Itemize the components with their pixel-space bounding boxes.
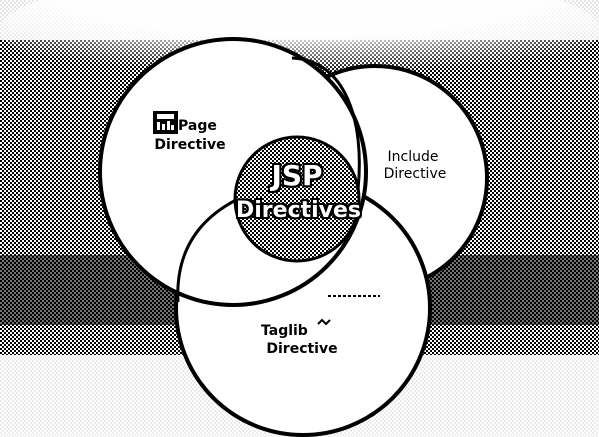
swirl-line-taglib [176, 196, 241, 303]
include-directive-label-line2: Directive [383, 166, 447, 182]
center-circle [233, 135, 361, 263]
chart-icon [153, 111, 178, 134]
page-directive-label-line2: Directive [154, 137, 226, 153]
include-directive-label-line1: Include [387, 149, 439, 165]
center-title-line2: Directives [236, 198, 362, 223]
center-title-line1: JSP [271, 159, 323, 192]
page-directive-label-line1: Page [178, 118, 217, 134]
taglib-directive-label-line1: Taglib [261, 323, 308, 339]
taglib-directive-label-line2: Directive [266, 341, 338, 357]
swirl-line-include [291, 56, 361, 191]
decorative-squiggle [317, 318, 331, 326]
